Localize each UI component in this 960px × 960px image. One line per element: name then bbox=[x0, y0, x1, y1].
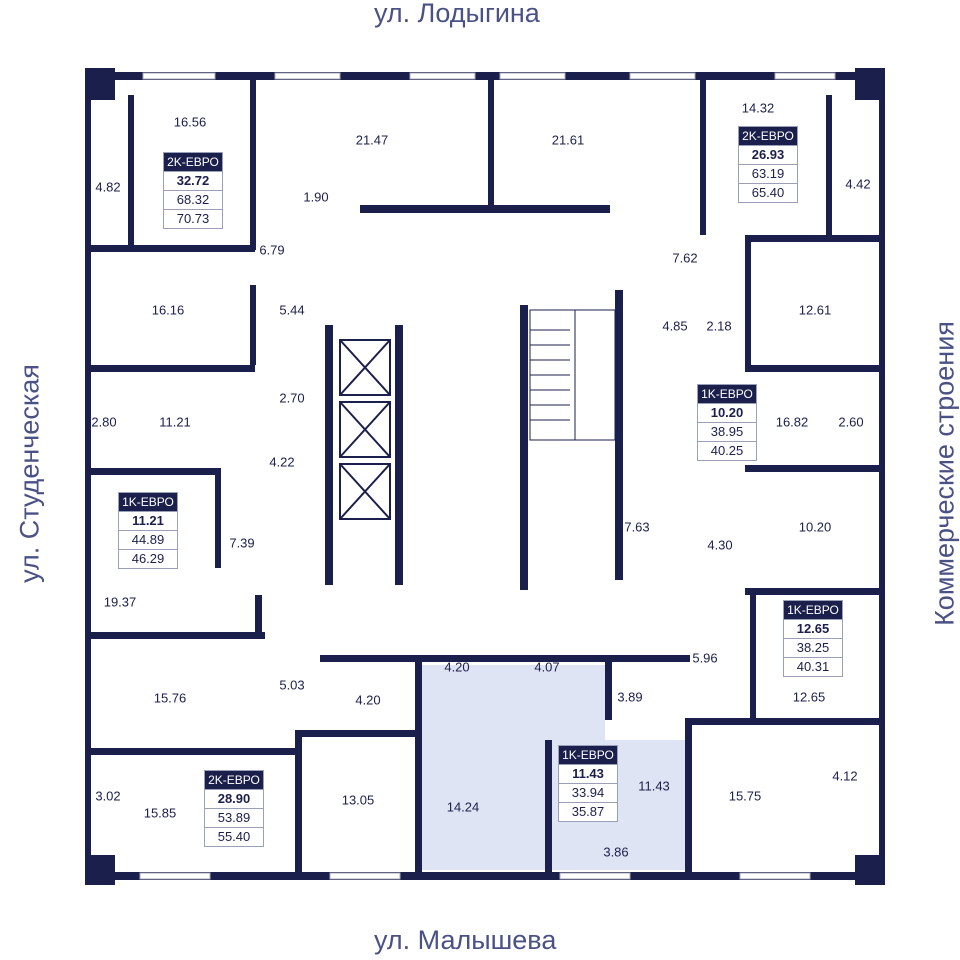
room-area-label: 19.37 bbox=[103, 594, 137, 610]
total-area-with-balcony: 65.40 bbox=[739, 183, 797, 202]
room-area-label: 15.85 bbox=[143, 805, 177, 821]
room-area-label: 7.39 bbox=[229, 535, 255, 551]
highlighted-apartment[interactable] bbox=[420, 665, 685, 870]
room-area-label: 4.20 bbox=[355, 692, 381, 708]
room-area-label: 4.07 bbox=[534, 659, 560, 675]
total-area-with-balcony: 35.87 bbox=[559, 802, 617, 821]
room-area-label: 16.16 bbox=[151, 302, 185, 318]
living-area: 11.21 bbox=[119, 511, 177, 530]
room-area-label: 4.30 bbox=[707, 537, 733, 553]
room-area-label: 6.79 bbox=[259, 242, 285, 258]
room-area-label: 7.63 bbox=[624, 519, 650, 535]
stairs bbox=[529, 309, 616, 441]
room-area-label: 2.60 bbox=[838, 414, 864, 430]
total-area-with-balcony: 55.40 bbox=[205, 827, 263, 846]
windows bbox=[139, 72, 836, 880]
total-area: 68.32 bbox=[164, 190, 222, 209]
room-area-label: 12.65 bbox=[792, 689, 826, 705]
total-area: 44.89 bbox=[119, 530, 177, 549]
room-area-label: 21.61 bbox=[551, 132, 585, 148]
room-area-label: 1.90 bbox=[303, 189, 329, 205]
total-area: 33.94 bbox=[559, 783, 617, 802]
room-area-label: 4.42 bbox=[845, 176, 871, 192]
elevators bbox=[339, 339, 391, 520]
living-area: 12.65 bbox=[784, 619, 842, 638]
room-area-label: 10.20 bbox=[798, 519, 832, 535]
room-area-label: 4.20 bbox=[444, 659, 470, 675]
room-area-label: 2.70 bbox=[279, 390, 305, 406]
room-area-label: 11.43 bbox=[638, 778, 670, 794]
room-area-label: 14.24 bbox=[446, 799, 480, 815]
apartment-type: 2K-ЕВРО bbox=[164, 153, 222, 171]
room-area-label: 14.32 bbox=[741, 100, 775, 116]
apartment-type: 2K-ЕВРО bbox=[739, 127, 797, 145]
room-area-label: 3.86 bbox=[603, 844, 629, 860]
room-area-label: 15.76 bbox=[153, 690, 187, 706]
total-area: 63.19 bbox=[739, 164, 797, 183]
room-area-label: 7.62 bbox=[672, 250, 698, 266]
apartment-type: 1K-ЕВРО bbox=[784, 601, 842, 619]
room-area-label: 4.12 bbox=[832, 768, 858, 784]
room-area-label: 11.21 bbox=[159, 414, 191, 430]
room-area-label: 12.61 bbox=[798, 302, 832, 318]
room-area-label: 2.80 bbox=[91, 414, 117, 430]
total-area-with-balcony: 40.25 bbox=[698, 441, 756, 460]
total-area: 38.95 bbox=[698, 422, 756, 441]
room-area-label: 4.82 bbox=[95, 179, 121, 195]
room-area-label: 5.96 bbox=[692, 650, 718, 666]
total-area: 38.25 bbox=[784, 638, 842, 657]
apartment-type: 1K-ЕВРО bbox=[119, 493, 177, 511]
room-area-label: 21.47 bbox=[355, 132, 389, 148]
room-area-label: 16.82 bbox=[775, 414, 809, 430]
room-area-label: 4.85 bbox=[662, 318, 688, 334]
total-area-with-balcony: 46.29 bbox=[119, 549, 177, 568]
living-area: 28.90 bbox=[205, 789, 263, 808]
living-area: 11.43 bbox=[559, 764, 617, 783]
room-area-label: 15.75 bbox=[728, 788, 762, 804]
room-area-label: 16.56 bbox=[173, 114, 207, 130]
total-area: 53.89 bbox=[205, 808, 263, 827]
room-area-label: 2.18 bbox=[706, 318, 732, 334]
room-area-label: 3.89 bbox=[617, 689, 643, 705]
room-area-label: 3.02 bbox=[95, 788, 121, 804]
living-area: 10.20 bbox=[698, 403, 756, 422]
apartment-type: 1K-ЕВРО bbox=[698, 385, 756, 403]
living-area: 26.93 bbox=[739, 145, 797, 164]
room-area-label: 5.03 bbox=[279, 677, 305, 693]
street-top: ул. Лодыгина bbox=[374, 0, 540, 28]
apartment-type: 1K-ЕВРО bbox=[559, 746, 617, 764]
total-area-with-balcony: 40.31 bbox=[784, 657, 842, 676]
room-area-label: 13.05 bbox=[341, 792, 375, 808]
street-bottom: ул. Малышева bbox=[374, 925, 557, 955]
room-area-label: 4.22 bbox=[269, 454, 295, 470]
room-area-label: 5.44 bbox=[279, 302, 305, 318]
apartment-type: 2K-ЕВРО bbox=[205, 771, 263, 789]
living-area: 32.72 bbox=[164, 171, 222, 190]
total-area-with-balcony: 70.73 bbox=[164, 209, 222, 228]
